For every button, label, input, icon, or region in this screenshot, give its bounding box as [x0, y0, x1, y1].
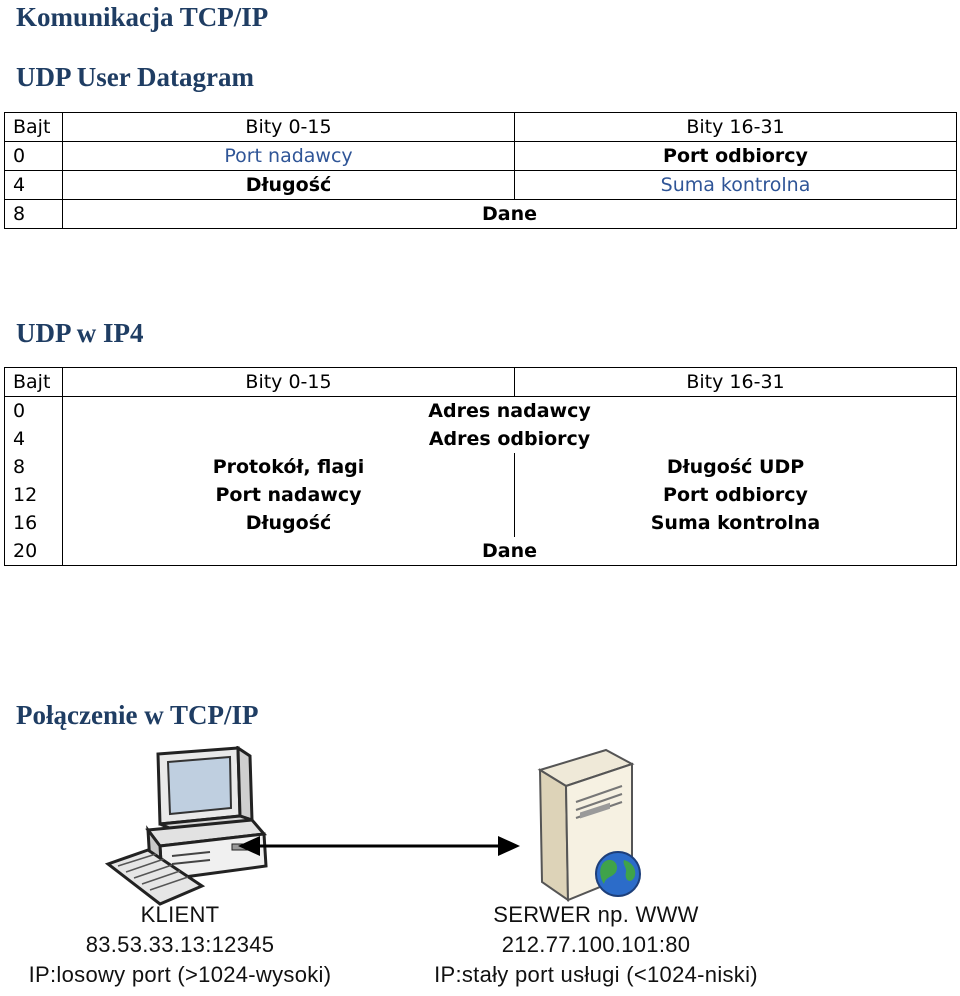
field-destination-address: Adres odbiorcy: [62, 425, 957, 453]
table-row: 20 Dane: [4, 537, 957, 566]
table-row: 8 Protokół, flagi Długość UDP: [4, 453, 957, 481]
header-bits-16-31: Bity 16-31: [514, 367, 957, 397]
desktop-computer-icon: [104, 746, 268, 906]
client-note: IP:losowy port (>1024-wysoki): [28, 962, 332, 987]
header-byte: Bajt: [4, 367, 63, 397]
header-bits-16-31: Bity 16-31: [514, 112, 957, 142]
field-checksum: Suma kontrolna: [514, 170, 957, 200]
field-udp-length: Długość UDP: [514, 453, 957, 481]
field-data: Dane: [62, 199, 957, 229]
field-protocol-flags: Protokół, flagi: [62, 453, 515, 481]
client-title: KLIENT: [140, 902, 220, 927]
byte-offset: 12: [4, 481, 63, 509]
field-destination-port: Port odbiorcy: [514, 481, 957, 509]
table-row: 8 Dane: [4, 199, 957, 229]
server-title: SERWER np. WWW: [493, 902, 699, 927]
client-address: 83.53.33.13:12345: [85, 932, 275, 957]
byte-offset: 0: [4, 141, 63, 171]
byte-offset: 4: [4, 170, 63, 200]
field-source-port: Port nadawcy: [62, 481, 515, 509]
field-checksum: Suma kontrolna: [514, 509, 957, 537]
page-title: Komunikacja TCP/IP: [16, 2, 269, 32]
udp-datagram-table: Bajt Bity 0-15 Bity 16-31 0 Port nadawcy…: [4, 112, 957, 229]
field-source-address: Adres nadawcy: [62, 396, 957, 425]
field-length: Długość: [62, 509, 515, 537]
table-row: 12 Port nadawcy Port odbiorcy: [4, 481, 957, 509]
field-destination-port: Port odbiorcy: [514, 141, 957, 171]
byte-offset: 4: [4, 425, 63, 453]
connection-diagram: KLIENT 83.53.33.13:12345 IP:losowy port …: [0, 740, 960, 996]
byte-offset: 8: [4, 453, 63, 481]
header-bits-0-15: Bity 0-15: [62, 367, 515, 397]
connection-heading: Połączenie w TCP/IP: [16, 700, 259, 730]
byte-offset: 16: [4, 509, 63, 537]
server-address: 212.77.100.101:80: [501, 932, 691, 957]
table-header-row: Bajt Bity 0-15 Bity 16-31: [4, 367, 957, 397]
byte-offset: 8: [4, 199, 63, 229]
field-data: Dane: [62, 537, 957, 566]
server-note: IP:stały port usługi (<1024-niski): [434, 962, 758, 987]
table-row: 0 Port nadawcy Port odbiorcy: [4, 141, 957, 171]
table-header-row: Bajt Bity 0-15 Bity 16-31: [4, 112, 957, 142]
bidirectional-arrow-icon: [238, 836, 520, 856]
web-server-icon: [537, 748, 641, 902]
table-row: 0 Adres nadawcy: [4, 396, 957, 425]
table-row: 16 Długość Suma kontrolna: [4, 509, 957, 537]
byte-offset: 0: [4, 396, 63, 425]
header-byte: Bajt: [4, 112, 63, 142]
field-length: Długość: [62, 170, 515, 200]
udp-ip4-heading: UDP w IP4: [16, 318, 144, 348]
udp-ip4-table: Bajt Bity 0-15 Bity 16-31 0 Adres nadawc…: [4, 367, 957, 566]
header-bits-0-15: Bity 0-15: [62, 112, 515, 142]
byte-offset: 20: [4, 537, 63, 566]
table-row: 4 Adres odbiorcy: [4, 425, 957, 453]
field-source-port: Port nadawcy: [62, 141, 515, 171]
udp-datagram-heading: UDP User Datagram: [16, 62, 254, 92]
table-row: 4 Długość Suma kontrolna: [4, 170, 957, 200]
